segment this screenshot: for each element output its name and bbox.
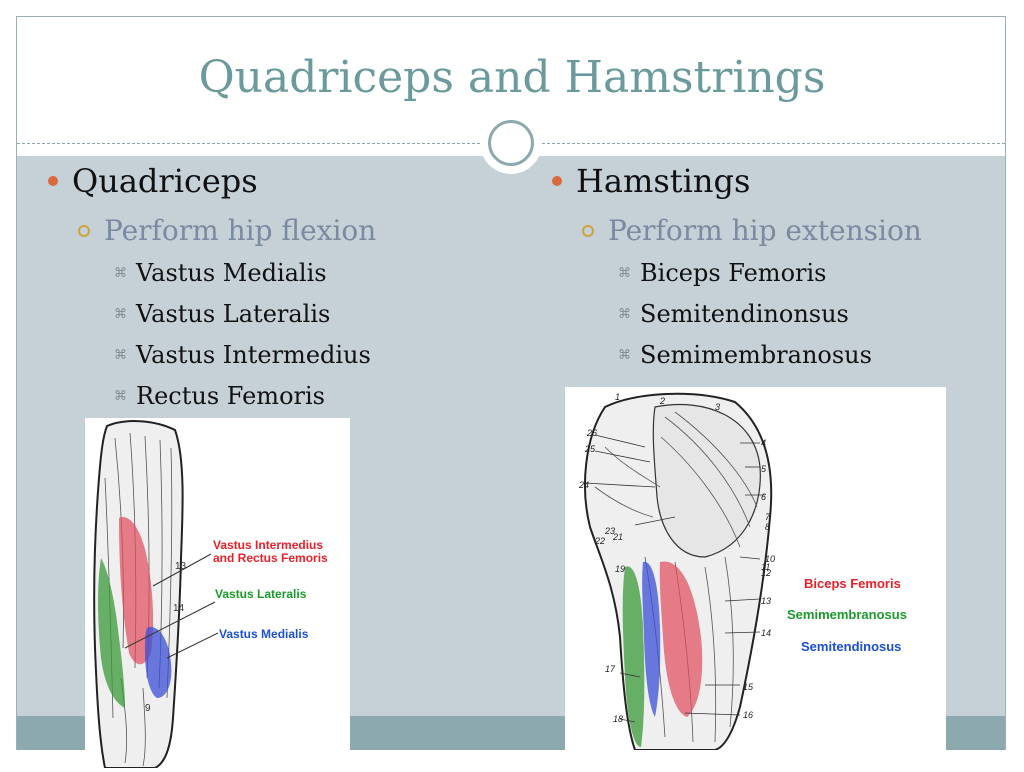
figure-number-label: 13 bbox=[761, 596, 772, 606]
bullet-x-icon: ⌘ bbox=[114, 306, 127, 322]
right-item: ⌘ Semimembranosus bbox=[618, 341, 872, 369]
figure-number-label: 7 bbox=[765, 512, 771, 522]
figure-number-label: 10 bbox=[765, 554, 776, 564]
label-vastus-intermedius-rectus: Vastus Intermedius and Rectus Femoris bbox=[213, 539, 328, 565]
figure-number-label: 8 bbox=[765, 522, 771, 532]
hamstrings-illustration bbox=[584, 392, 773, 751]
quadriceps-figure: 13 14 9 Vastus Intermedius and Rectus Fe… bbox=[85, 418, 350, 769]
figure-number-label: 24 bbox=[579, 480, 590, 490]
figure-number-label: 14 bbox=[173, 603, 185, 614]
figure-number-label: 23 bbox=[605, 526, 616, 536]
left-item-text: Vastus Medialis bbox=[136, 259, 327, 287]
divider-circle-ring bbox=[488, 120, 534, 166]
left-item: ⌘ Vastus Intermedius bbox=[114, 341, 371, 369]
figure-number-label: 12 bbox=[761, 568, 772, 578]
label-biceps-femoris: Biceps Femoris bbox=[804, 576, 901, 591]
bullet-ring-icon bbox=[582, 224, 594, 237]
bullet-x-icon: ⌘ bbox=[618, 347, 631, 363]
left-heading-text: Quadriceps bbox=[72, 162, 258, 200]
figure-number-label: 16 bbox=[743, 710, 754, 720]
figure-number-label: 5 bbox=[761, 464, 767, 474]
figure-number-label: 4 bbox=[761, 438, 767, 448]
figure-number-label: 11 bbox=[761, 562, 771, 572]
figure-number-label: 14 bbox=[761, 628, 772, 638]
label-vastus-medialis: Vastus Medialis bbox=[219, 627, 309, 641]
right-item-text: Semimembranosus bbox=[640, 341, 872, 369]
figure-number-label: 21 bbox=[613, 532, 624, 542]
hamstrings-figure: Biceps Femoris Semimembranosus Semitendi… bbox=[565, 387, 946, 751]
left-sub: Perform hip flexion bbox=[78, 214, 376, 247]
quadriceps-illustration bbox=[93, 420, 219, 769]
right-item-text: Semitendinonsus bbox=[640, 300, 849, 328]
left-item: ⌘ Rectus Femoris bbox=[114, 382, 325, 410]
right-sub-text: Perform hip extension bbox=[608, 214, 922, 247]
bullet-x-icon: ⌘ bbox=[618, 306, 631, 322]
bullet-x-icon: ⌘ bbox=[114, 347, 127, 363]
bullet-x-icon: ⌘ bbox=[114, 265, 127, 281]
right-item-text: Biceps Femoris bbox=[640, 259, 827, 287]
figure-number-label: 26 bbox=[587, 428, 598, 438]
left-item-text: Vastus Intermedius bbox=[136, 341, 371, 369]
figure-number-label: 9 bbox=[145, 703, 151, 714]
left-item-text: Rectus Femoris bbox=[136, 382, 325, 410]
slide-title: Quadriceps and Hamstrings bbox=[198, 52, 826, 103]
left-heading: Quadriceps bbox=[44, 162, 258, 200]
label-semimembranosus: Semimembranosus bbox=[787, 607, 907, 622]
label-line: and Rectus Femoris bbox=[213, 551, 328, 565]
figure-number-label: 25 bbox=[585, 444, 596, 454]
figure-number-label: 18 bbox=[613, 714, 624, 724]
bullet-ring-icon bbox=[78, 224, 90, 237]
figure-number-label: 15 bbox=[743, 682, 754, 692]
right-sub: Perform hip extension bbox=[582, 214, 922, 247]
figure-number-label: 13 bbox=[175, 561, 187, 572]
figure-number-label: 1 bbox=[615, 392, 621, 402]
figure-number-label: 2 bbox=[660, 396, 666, 406]
bullet-dot-icon bbox=[552, 176, 562, 186]
left-sub-text: Perform hip flexion bbox=[104, 214, 377, 247]
figure-number-label: 22 bbox=[595, 536, 606, 546]
bullet-dot-icon bbox=[48, 176, 58, 186]
left-item-text: Vastus Lateralis bbox=[136, 300, 331, 328]
bullet-x-icon: ⌘ bbox=[114, 388, 127, 404]
left-item: ⌘ Vastus Lateralis bbox=[114, 300, 330, 328]
right-heading-text: Hamstings bbox=[576, 162, 751, 200]
figure-number-label: 3 bbox=[715, 402, 721, 412]
figure-number-label: 6 bbox=[761, 492, 767, 502]
figure-number-label: 17 bbox=[605, 664, 616, 674]
figure-number-label: 19 bbox=[615, 564, 626, 574]
label-line: Vastus Intermedius bbox=[213, 538, 324, 552]
bullet-x-icon: ⌘ bbox=[618, 265, 631, 281]
label-vastus-lateralis: Vastus Lateralis bbox=[215, 587, 307, 601]
right-heading: Hamstings bbox=[548, 162, 750, 200]
left-item: ⌘ Vastus Medialis bbox=[114, 259, 327, 287]
label-semitendinosus: Semitendinosus bbox=[801, 639, 902, 654]
right-item: ⌘ Biceps Femoris bbox=[618, 259, 826, 287]
right-item: ⌘ Semitendinonsus bbox=[618, 300, 849, 328]
